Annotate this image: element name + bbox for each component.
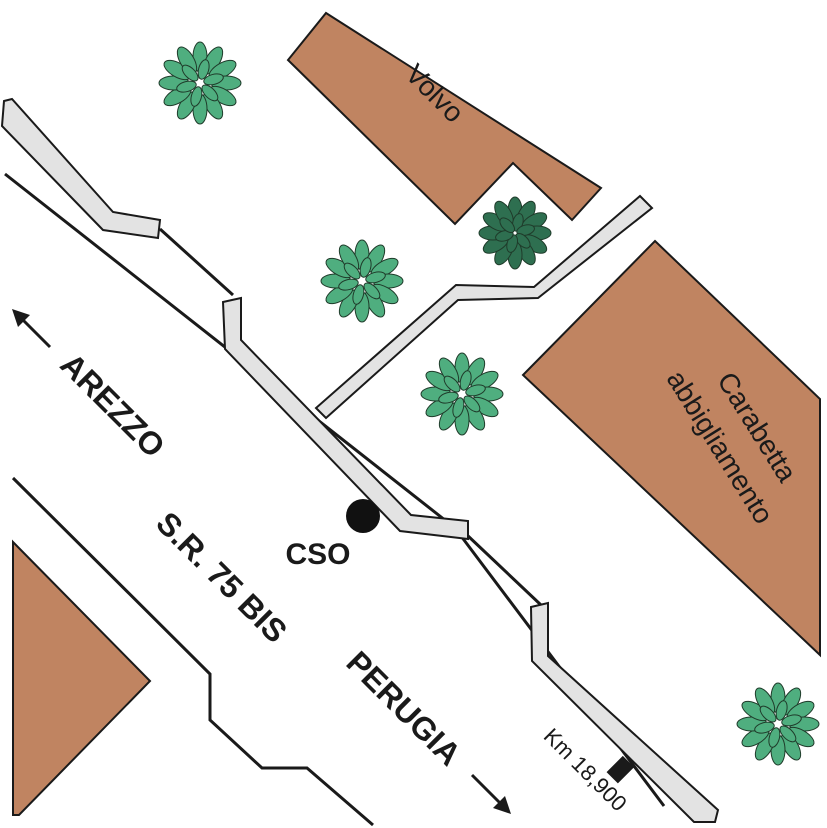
tree-icon — [320, 239, 404, 323]
tree-icon — [478, 196, 552, 270]
tree-icon — [736, 682, 820, 766]
tree-icon — [158, 41, 242, 125]
arrow-right-icon — [470, 773, 511, 814]
arrow-left-icon — [12, 309, 52, 349]
sidewalk-segment-1 — [0, 97, 162, 240]
sidewalk-segment-3 — [529, 601, 720, 823]
location-dot-icon[interactable] — [346, 499, 380, 533]
building-corner — [12, 539, 152, 816]
sidewalk-segment-2 — [221, 296, 469, 541]
road-name-label: S.R. 75 BIS — [149, 505, 294, 650]
road-south-edge — [11, 476, 374, 827]
curb-line-lower — [465, 533, 543, 607]
building-carabetta — [521, 239, 821, 658]
side-lane — [314, 194, 654, 420]
km-post-icon — [606, 755, 635, 784]
direction-perugia-label: PERUGIA — [340, 644, 469, 773]
building-volvo — [286, 11, 603, 226]
cso-label: CSO — [285, 538, 350, 571]
direction-arezzo-label: AREZZO — [54, 346, 172, 464]
curb-line-upper — [158, 227, 235, 297]
tree-icon — [420, 352, 504, 436]
